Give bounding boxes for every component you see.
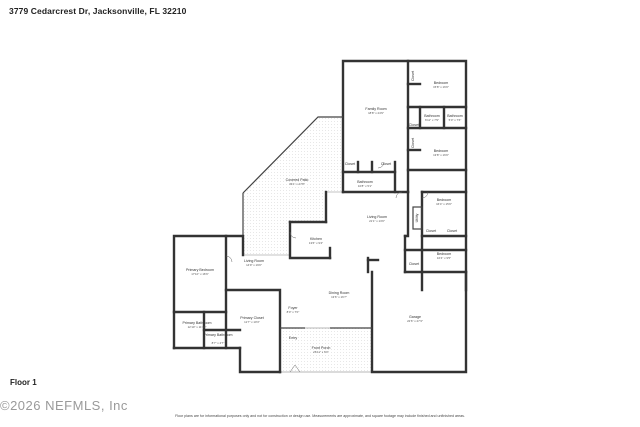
- room-kitchen-dims: 13'6" x 9'4": [309, 241, 323, 245]
- room-closet-e: Closet: [381, 162, 391, 166]
- room-bedroom-e-dims: 13'8" x 16'0": [433, 153, 449, 157]
- room-bathroom-ne2-dims: 5'0" x 7'6": [449, 118, 462, 122]
- room-family-room: Family Room: [365, 107, 386, 111]
- room-living-room-w-dims: 14'9" x 19'0": [246, 263, 262, 267]
- walls: [172, 59, 468, 374]
- room-closet-a: Closet: [411, 71, 415, 81]
- room-utility: Utility: [415, 213, 419, 222]
- room-dining-room-dims: 13'6" x 16'7": [331, 295, 347, 299]
- room-front-porch: Front Porch: [312, 346, 331, 350]
- floor-label: Floor 1: [10, 378, 37, 387]
- room-living-room-e-dims: 21'1" x 13'0": [369, 219, 385, 223]
- room-primary-bedroom: Primary Bedroom: [186, 268, 214, 272]
- room-primary-bathroom-dims: 12'10" x 11'10": [188, 325, 207, 329]
- covered-patio-area: [242, 116, 344, 256]
- room-closet-c: Closet: [411, 138, 415, 148]
- watermark: ©2026 NEFMLS, Inc: [0, 398, 128, 413]
- room-covered-patio-dims: 33'1" x 27'8": [289, 182, 305, 186]
- room-bathroom-ne-dims: 6'11" x 7'9": [425, 118, 439, 122]
- room-primary-closet-dims: 11'7" x 10'3": [244, 320, 260, 324]
- room-closet-f: Closet: [426, 229, 436, 233]
- room-labels: Family Room 18'8" x 24'9" Bedroom 15'8" …: [183, 71, 463, 354]
- room-bathroom-mid: Bathroom: [357, 180, 373, 184]
- room-primary-bathroom: Primary Bathroom: [183, 321, 212, 325]
- door-swings: [225, 161, 429, 373]
- room-bedroom-ne-dims: 15'8" x 16'0": [433, 85, 449, 89]
- room-primary-bathroom2-a: Primary Bathroom: [204, 333, 233, 337]
- room-primary-closet: Primary Closet: [240, 316, 264, 320]
- room-closet-b: Closet: [409, 123, 419, 127]
- room-bedroom-ne: Bedroom: [434, 81, 449, 85]
- room-closet-d: Closet: [345, 162, 355, 166]
- room-bedroom-e: Bedroom: [434, 149, 449, 153]
- room-family-room-dims: 18'8" x 24'9": [368, 111, 384, 115]
- room-closet-g: Closet: [447, 229, 457, 233]
- room-entry: Entry: [289, 336, 298, 340]
- room-bathroom-ne2: Bathroom: [447, 114, 463, 118]
- room-bathroom-ne: Bathroom: [424, 114, 440, 118]
- room-living-room-w: Living Room: [244, 259, 264, 263]
- room-kitchen: Kitchen: [310, 237, 322, 241]
- room-garage-dims: 22'6" x 27'3": [407, 319, 423, 323]
- room-foyer: Foyer: [288, 306, 298, 310]
- room-living-room-e: Living Room: [367, 215, 387, 219]
- disclaimer: Floor plans are for informational purpos…: [175, 414, 465, 418]
- room-front-porch-dims: 26'11" x 6'0": [313, 350, 329, 354]
- room-dining-room: Dining Room: [329, 291, 350, 295]
- room-bedroom-se2: Bedroom: [437, 252, 452, 256]
- room-closet-h: Closet: [409, 262, 419, 266]
- room-primary-bedroom-dims: 17'10" x 16'6": [191, 272, 208, 276]
- room-bedroom-se1: Bedroom: [437, 198, 452, 202]
- room-bathroom-mid-dims: 10'8" x 5'1": [358, 184, 372, 188]
- room-primary-bathroom2-dims: 8'7" x 4'7": [212, 341, 225, 345]
- listing-address: 3779 Cedarcrest Dr, Jacksonville, FL 322…: [9, 6, 187, 16]
- room-bedroom-se2-dims: 16'4" x 9'5": [437, 256, 451, 260]
- front-porch-area: [279, 327, 373, 373]
- room-foyer-dims: 8'0" x 7'0": [287, 310, 300, 314]
- room-bedroom-se1-dims: 16'4" x 15'0": [436, 202, 452, 206]
- room-garage: Garage: [409, 315, 421, 319]
- room-covered-patio: Covered Patio: [286, 178, 309, 182]
